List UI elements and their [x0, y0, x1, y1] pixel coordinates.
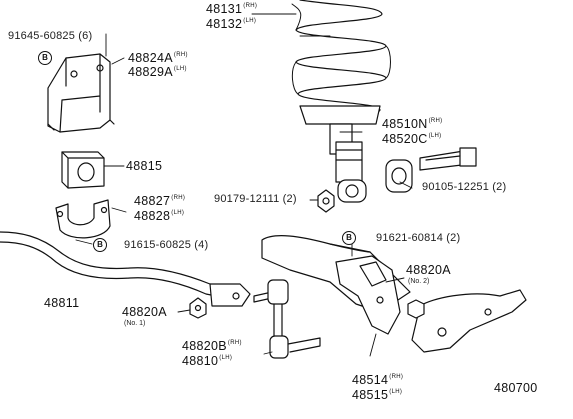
- shock-absorber: [329, 123, 367, 203]
- label-bracket-rh: 48824A(RH): [128, 52, 188, 65]
- label-stabilizer-bar: 48811: [44, 296, 80, 310]
- left-nut: [189, 297, 207, 319]
- label-arm-lh: 48515(LH): [352, 389, 402, 402]
- label-bracket2-lh: 48828(LH): [134, 210, 184, 223]
- knuckle-nut: [407, 299, 425, 319]
- middle-nut: [317, 189, 335, 213]
- label-shock-rh: 48510N(RH): [382, 118, 442, 131]
- stabilizer-link: [253, 279, 321, 359]
- label-spring-lh: 48132(LH): [206, 18, 256, 31]
- label-bolt-right: 90105-12251 (2): [422, 181, 507, 193]
- shock-bushing: [385, 159, 413, 193]
- label-bolt-mid-right: 91621-60814 (2): [376, 232, 461, 244]
- part-number: 48514: [352, 373, 389, 387]
- upper-bracket: [47, 53, 115, 133]
- label-nut-mid: 90179-12111 (2): [214, 193, 297, 205]
- label-arm-rh: 48514(RH): [352, 374, 403, 387]
- part-number: 48520C: [382, 132, 428, 146]
- leader-lines: [75, 13, 413, 357]
- side-suffix: (RH): [227, 340, 242, 346]
- part-number: 48829A: [128, 65, 173, 79]
- label-link-lh: 48810(LH): [182, 355, 232, 368]
- side-suffix: (RH): [243, 3, 258, 9]
- part-number: 48820B: [182, 339, 227, 353]
- part-number: 48131: [206, 2, 243, 16]
- label-bracket2-rh: 48827(RH): [134, 195, 185, 208]
- side-suffix: (LH): [389, 389, 403, 395]
- side-suffix: (LH): [173, 66, 187, 72]
- label-link-rh: 48820B(RH): [182, 340, 242, 353]
- arm-bracket: [335, 255, 401, 335]
- label-bracket3-note: (No. 2): [408, 278, 430, 285]
- side-suffix: (LH): [243, 18, 257, 24]
- coil-spring: [291, 0, 391, 125]
- part-number: 48824A: [128, 51, 173, 65]
- b-mark: B: [38, 51, 52, 65]
- part-number: 48132: [206, 17, 243, 31]
- stabilizer-bushing: [61, 151, 105, 189]
- part-number: 48827: [134, 194, 171, 208]
- label-bushing: 48815: [126, 159, 163, 173]
- side-suffix: (LH): [171, 210, 185, 216]
- label-bolt-top-left: 91645-60825 (6): [8, 30, 93, 42]
- side-suffix: (RH): [428, 118, 443, 124]
- lower-bracket: [55, 199, 111, 239]
- right-bolt: [419, 147, 477, 171]
- part-number: 48810: [182, 354, 219, 368]
- part-number: 48828: [134, 209, 171, 223]
- side-suffix: (RH): [173, 52, 188, 58]
- b-mark: B: [93, 238, 107, 252]
- steering-knuckle: [411, 289, 527, 353]
- label-nut-left-note: (No. 1): [124, 320, 146, 327]
- label-spring-rh: 48131(RH): [206, 3, 257, 16]
- label-nut-left: 48820A: [122, 305, 167, 319]
- label-bracket-lh: 48829A(LH): [128, 66, 187, 79]
- b-mark: B: [342, 231, 356, 245]
- label-shock-lh: 48520C(LH): [382, 133, 441, 146]
- side-suffix: (LH): [428, 133, 442, 139]
- part-number: 48510N: [382, 117, 428, 131]
- side-suffix: (LH): [219, 355, 233, 361]
- side-suffix: (RH): [171, 195, 186, 201]
- side-suffix: (RH): [389, 374, 404, 380]
- part-number: 48515: [352, 388, 389, 402]
- label-bolt-mid-left: 91615-60825 (4): [124, 239, 209, 251]
- stabilizer-bar: [0, 231, 251, 307]
- label-bracket3: 48820A: [406, 263, 451, 277]
- diagram-code: 480700: [494, 381, 538, 395]
